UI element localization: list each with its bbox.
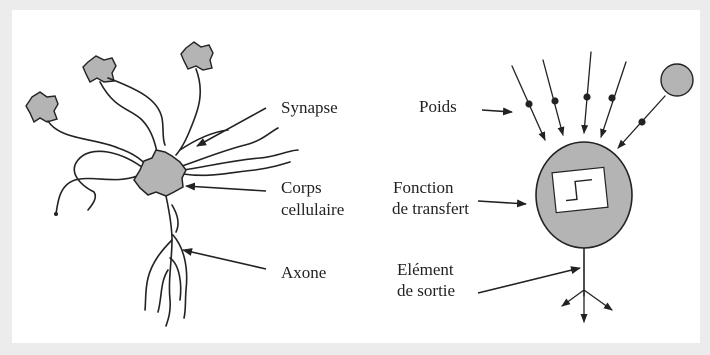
label-axone: Axone <box>281 263 326 282</box>
dendrite <box>100 82 158 158</box>
label-de-transfert: de transfert <box>392 199 469 218</box>
weight-dot <box>525 100 532 107</box>
fonction-arrow <box>478 201 526 204</box>
label-fonction: Fonction <box>393 178 454 197</box>
label-synapse: Synapse <box>281 98 338 117</box>
artificial-neuron <box>512 52 693 322</box>
axon-branch <box>172 205 178 232</box>
dendrite <box>56 175 140 214</box>
weight-dot <box>608 94 615 101</box>
axon-branch <box>170 258 181 300</box>
label-de-sortie: de sortie <box>397 281 455 300</box>
label-cellulaire: cellulaire <box>281 200 344 219</box>
transfer-function-box <box>552 167 608 212</box>
weight-dot <box>583 93 590 100</box>
axon-branch <box>145 240 172 310</box>
output-branch <box>584 290 612 310</box>
corps-arrow <box>186 186 266 191</box>
input-node <box>661 64 693 96</box>
axone-arrow <box>183 250 266 269</box>
dendrite <box>182 128 278 166</box>
synapse-arrow <box>197 108 266 146</box>
output-branch <box>562 290 584 306</box>
biological-neuron <box>26 42 298 326</box>
input-line <box>543 60 563 135</box>
dendrite-bulb-middle <box>83 56 116 82</box>
dendrite-end <box>54 212 58 216</box>
label-poids: Poids <box>419 97 457 116</box>
cell-body <box>134 150 186 196</box>
input-line <box>584 52 591 133</box>
dendrite <box>108 78 165 145</box>
element-arrow <box>478 268 580 293</box>
dendrite <box>176 69 200 155</box>
axon <box>166 196 172 326</box>
dendrite-bulb-left <box>26 92 58 122</box>
dendrite <box>48 121 146 165</box>
dendrite <box>183 162 290 175</box>
dendrite-bulb-top <box>181 42 213 70</box>
axon-branch <box>158 270 168 312</box>
poids-arrow <box>482 110 512 112</box>
weight-dot <box>638 118 645 125</box>
weight-dot <box>551 97 558 104</box>
label-corps: Corps <box>281 178 322 197</box>
label-element: Elément <box>397 260 454 279</box>
